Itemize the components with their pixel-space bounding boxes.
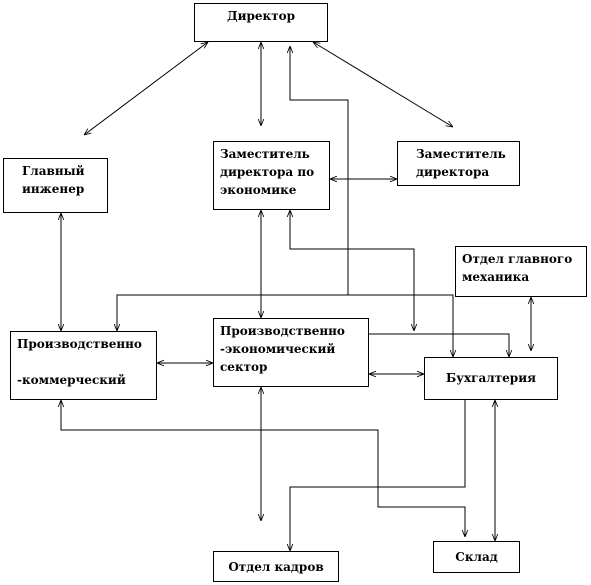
node-label: Бухгалтерия [446, 371, 536, 385]
node-chief-mechanic[interactable]: Отдел главного механика [455, 246, 587, 297]
node-label: Заместитель директора [416, 147, 506, 179]
node-prod-commercial[interactable]: Производственно -коммерческий [10, 331, 157, 400]
node-deputy-economics[interactable]: Заместитель директора по экономике [213, 141, 330, 210]
node-label: Отдел главного механика [462, 252, 573, 284]
node-label: Склад [455, 550, 498, 564]
node-warehouse[interactable]: Склад [433, 541, 520, 573]
node-prod-economic[interactable]: Производственно -экономический сектор [213, 318, 369, 387]
connector-director-prod-commercial [117, 46, 349, 331]
node-director[interactable]: Директор [194, 3, 328, 42]
node-hr[interactable]: Отдел кадров [213, 551, 339, 582]
connector-prod-economic-accounting-upper [369, 333, 509, 357]
node-accounting[interactable]: Бухгалтерия [424, 357, 558, 400]
connector-deputy-economics-accounting [290, 210, 414, 331]
node-deputy-director[interactable]: Заместитель директора [397, 141, 520, 186]
node-label: Директор [226, 9, 296, 23]
node-label: Заместитель директора по экономике [220, 147, 315, 197]
node-label: Производственно -экономический сектор [220, 324, 345, 374]
node-chief-engineer[interactable]: Главный инженер [3, 158, 108, 213]
connector-bus-branch-accounting [348, 294, 453, 357]
node-label: Отдел кадров [228, 560, 324, 574]
node-label: Главный инженер [22, 164, 85, 196]
connector-director-chief-engineer [84, 42, 208, 135]
connector-prod-commercial-warehouse [61, 400, 465, 537]
connector-director-deputy-director [313, 42, 453, 127]
node-label: Производственно -коммерческий [17, 337, 142, 387]
